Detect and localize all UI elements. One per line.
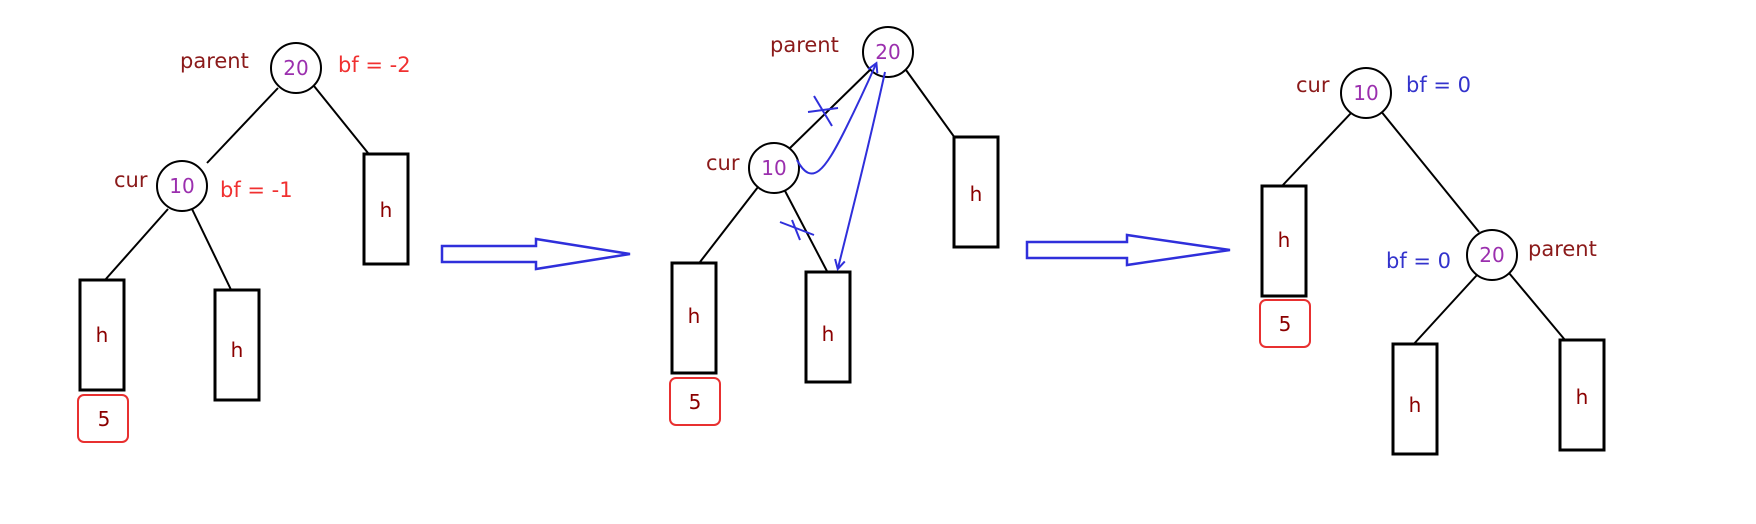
inserted-node-box [1259,299,1311,348]
node-parent-value: 20 [1479,243,1504,267]
node-parent [1466,229,1518,281]
cur-label: cur [1296,73,1330,97]
edge-cur-right [191,208,236,299]
rotate-arrow-up [796,64,876,175]
stage-2-tree: 20 parent 10 cur h h h 5 [669,26,1000,426]
parent-bf: bf = 0 [1386,249,1451,273]
subtree-left [78,278,126,392]
node-cur-value: 10 [1353,81,1378,105]
subtree-left-label: h [688,304,701,328]
cut-mark-1-stroke-b [807,107,839,113]
edge-cur-left [104,208,169,281]
subtree-left [670,261,718,375]
subtree-right-label: h [970,182,983,206]
cur-label: cur [706,151,740,175]
rotate-arrow-down [838,71,886,268]
node-cur-value: 10 [169,174,194,198]
node-cur [156,160,208,212]
cur-bf: bf = -1 [220,178,293,202]
inserted-node-label: 5 [689,390,702,414]
transition-arrow-2 [1025,233,1231,267]
node-cur [1340,67,1392,119]
subtree-right [362,152,410,266]
edge-root-left [206,87,279,164]
subtree-mid [1391,342,1439,456]
subtree-mid-label: h [822,322,835,346]
subtree-right-label: h [1576,385,1589,409]
node-parent-value: 20 [875,40,900,64]
subtree-right-label: h [380,198,393,222]
edge-parent-left [1411,274,1478,347]
inserted-node-box [77,394,129,443]
subtree-mid [213,288,261,402]
subtree-mid-label: h [1409,393,1422,417]
subtree-mid-label: h [231,338,244,362]
subtree-left-label: h [1278,228,1291,252]
edge-root-right [1379,109,1480,233]
parent-bf: bf = -2 [338,53,411,77]
transition-arrow-1 [440,237,631,271]
edge-root-left [1281,111,1353,187]
inserted-node-box [669,377,721,426]
subtree-right [952,135,1000,249]
edge-root-right [905,69,956,139]
node-parent-value: 20 [283,56,308,80]
cut-mark-2-stroke-b [791,219,801,241]
inserted-node-label: 5 [98,407,111,431]
parent-label: parent [770,33,839,57]
node-cur-value: 10 [761,156,786,180]
subtree-left-label: h [96,323,109,347]
edge-cur-left [699,186,759,263]
parent-label: parent [1528,237,1597,261]
subtree-right [1558,338,1606,452]
node-cur [748,142,800,194]
subtree-left [1260,184,1308,298]
subtree-mid [804,270,852,384]
node-parent [270,42,322,94]
edge-root-left [789,65,875,149]
cur-label: cur [114,168,148,192]
parent-label: parent [180,49,249,73]
inserted-node-label: 5 [1279,312,1292,336]
edge-parent-right [1508,272,1566,341]
cur-bf: bf = 0 [1406,73,1471,97]
stage-1-tree: 20 parent bf = -2 10 cur bf = -1 h h h 5 [77,42,411,443]
cut-mark-2-stroke-a [779,221,815,236]
edge-root-right [313,85,369,154]
stage-3-tree: 10 cur bf = 0 20 parent bf = 0 h h h 5 [1259,67,1606,456]
